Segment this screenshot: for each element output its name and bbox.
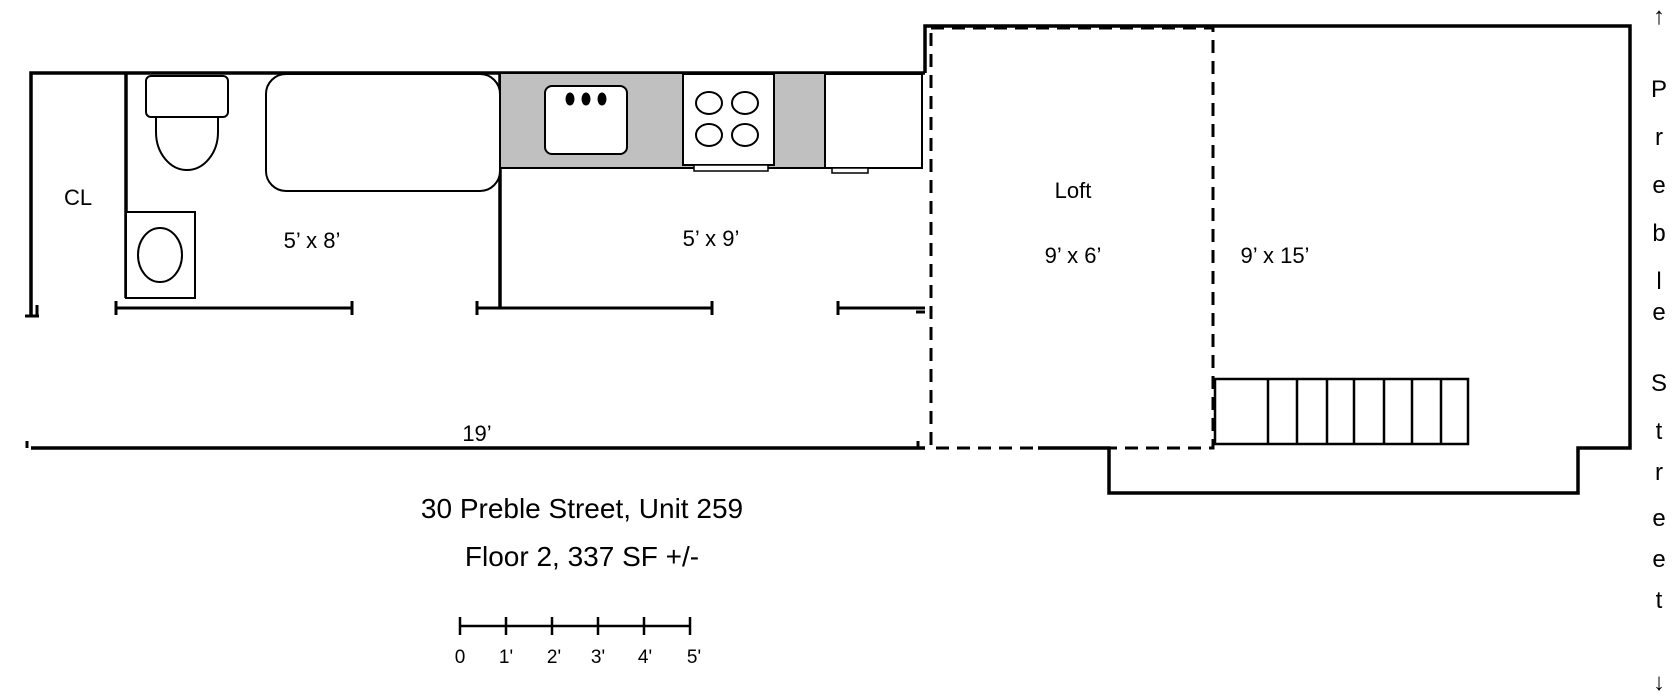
right-section-outline [923,24,1632,495]
stove-handle [693,164,769,172]
faucet-knob-3 [597,92,607,106]
address-title: 30 Preble Street, Unit 259 [421,493,743,524]
kitchen-size-label: 5’ x 9’ [683,226,740,251]
faucet-knob-1 [565,92,575,106]
loft-size-label: 9’ x 6’ [1045,243,1102,268]
kitchen-sink [544,85,628,155]
bath-size-label: 5’ x 8’ [284,228,341,253]
burner-2-icon [731,91,759,115]
burner-4-icon [731,123,759,147]
street-letter-13: t [1656,587,1663,614]
street-letter-4: b [1652,220,1665,247]
burner-3-icon [695,123,723,147]
scale-label-0: 0 [455,647,466,668]
stair-outline [1213,377,1470,446]
sink-basin-icon [137,227,183,283]
scale-label-3: 3' [591,647,605,668]
street-letter-2: r [1655,124,1663,151]
stove [682,73,775,166]
stairs [1213,377,1470,446]
fridge [824,73,923,169]
scale-label-4: 4' [638,647,652,668]
toilet-tank [145,75,229,118]
kitchen-counter-group [499,72,923,174]
faucet-knob-2 [581,92,591,106]
toilet-bowl [155,116,219,171]
street-letter-11: e [1652,505,1665,532]
street-letter-12: e [1652,546,1665,573]
street-letter-5: l [1656,268,1661,295]
street-arrow-down-icon: ↓ [1653,669,1665,696]
scale-label-2: 2' [547,647,561,668]
street-letter-8: S [1651,370,1667,397]
street-letter-6: e [1652,299,1665,326]
street-letter-1: P [1651,76,1667,103]
loft-outline [929,26,1215,450]
scale-labels: 0 1' 2' 3' 4' 5' [455,647,701,668]
floor-info: Floor 2, 337 SF +/- [465,541,699,572]
street-label: ↑ P r e b l e S t r e e t ↓ [1651,3,1667,696]
street-letter-10: r [1655,459,1663,486]
main-room-size-label: 9’ x 15’ [1241,243,1310,268]
bathroom-fixtures [125,73,501,299]
scale-label-5: 5' [687,647,701,668]
loft-label: Loft [1055,178,1092,203]
street-arrow-up-icon: ↑ [1653,3,1665,30]
closet-label: CL [64,185,92,210]
scale-bar [458,617,692,635]
fridge-handle [831,167,869,174]
wall-end-marks [25,301,925,448]
bathtub [265,73,501,192]
street-letter-3: e [1652,172,1665,199]
burner-1-icon [695,91,723,115]
scale-label-1: 1' [499,647,513,668]
overall-length-label: 19’ [462,421,491,446]
street-letter-9: t [1656,418,1663,445]
